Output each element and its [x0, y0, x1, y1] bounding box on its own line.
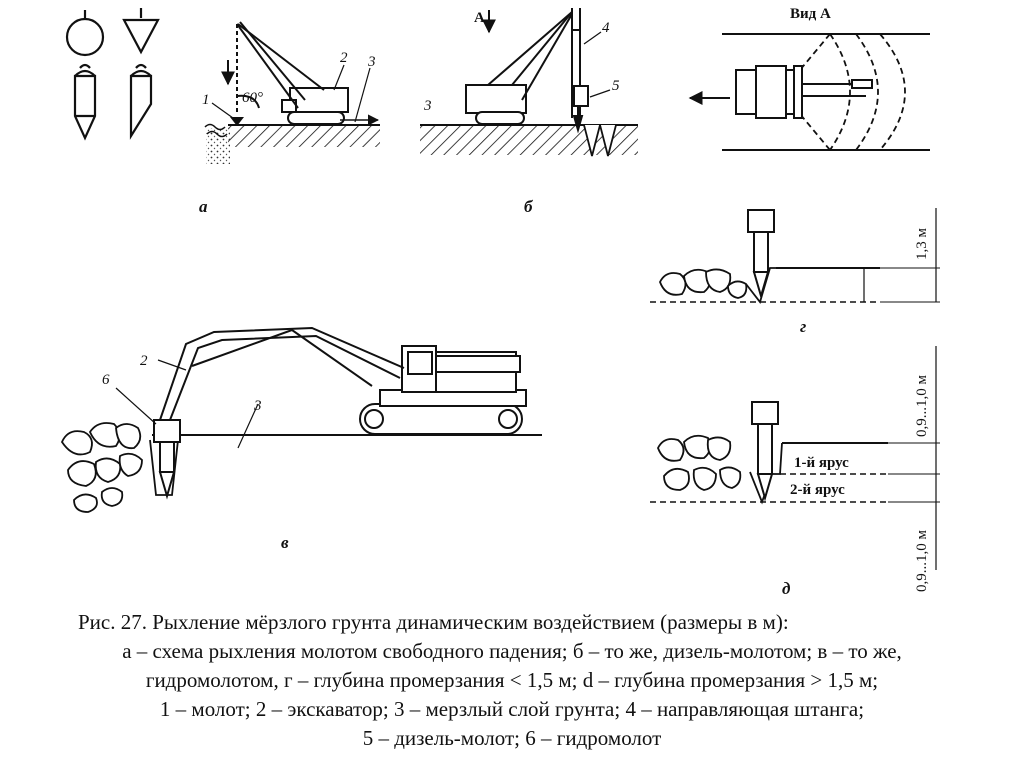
- label-1: 1: [202, 92, 210, 108]
- frozen-layer-hatch: [228, 125, 380, 147]
- tier-1-label: 1-й ярус: [794, 455, 849, 471]
- label-5: 5: [612, 78, 620, 94]
- part-label-d: д: [782, 579, 791, 598]
- hammer-shapes-group: [65, 8, 160, 141]
- falling-hammer-icon: [230, 117, 244, 126]
- caption-line-5: 5 – дизель-молот; 6 – гидромолот: [362, 726, 662, 750]
- soil-dots: [206, 128, 230, 164]
- label-3: 3: [367, 54, 376, 70]
- view-a-plan: Вид А: [688, 6, 930, 151]
- label-4: 4: [602, 20, 610, 36]
- diagram-b-diesel-hammer: А 4 5 3 б: [420, 8, 638, 216]
- label-3b: 3: [423, 98, 432, 114]
- caption-line-2: а – схема рыхления молотом свободного па…: [122, 639, 902, 663]
- depth-label-d-top: 0,9...1,0 м: [914, 375, 930, 438]
- cone-hammer-icon: [122, 8, 160, 55]
- wedge-hammer-icon: [129, 63, 153, 140]
- diagram-g-shallow-freeze: 1,3 м г: [650, 208, 940, 336]
- view-a-title: Вид А: [790, 6, 831, 22]
- pointed-cylinder-hammer-icon: [73, 63, 97, 141]
- diagram-a-free-fall-hammer: 60° 1 2 3 а: [199, 21, 380, 216]
- part-label-b: б: [524, 197, 534, 216]
- diagram-v-hydraulic-hammer: 2 6 3 в: [60, 326, 542, 552]
- view-a-arrow-label: А: [474, 10, 485, 26]
- label-3v: 3: [253, 398, 262, 414]
- rubble-stones: [60, 422, 143, 513]
- caption-line-3: гидромолотом, г – глубина промерзания < …: [145, 668, 879, 692]
- caption-line-4: 1 – молот; 2 – экскаватор; 3 – мерзлый с…: [159, 697, 865, 721]
- tier-2-label: 2-й ярус: [790, 482, 845, 498]
- depth-label-d-bottom: 0,9...1,0 м: [914, 530, 930, 593]
- label-2v: 2: [140, 353, 148, 369]
- part-label-v: в: [281, 533, 289, 552]
- diagram-d-deep-freeze: 1-й ярус 2-й ярус 0,9...1,0 м 0,9...1,0 …: [650, 346, 940, 598]
- round-hammer-icon: [65, 10, 105, 57]
- part-label-a: а: [199, 197, 208, 216]
- frozen-soil-loosening-figure: 60° 1 2 3 а А 4 5 3 б: [60, 6, 940, 598]
- angle-label: 60°: [242, 90, 263, 106]
- figure-caption: Рис. 27. Рыхление мёрзлого грунта динами…: [20, 608, 1004, 753]
- label-2: 2: [340, 50, 348, 66]
- caption-line-1: Рис. 27. Рыхление мёрзлого грунта динами…: [78, 610, 789, 634]
- label-6: 6: [102, 372, 110, 388]
- depth-label-g: 1,3 м: [914, 228, 930, 261]
- part-label-g: г: [800, 317, 806, 336]
